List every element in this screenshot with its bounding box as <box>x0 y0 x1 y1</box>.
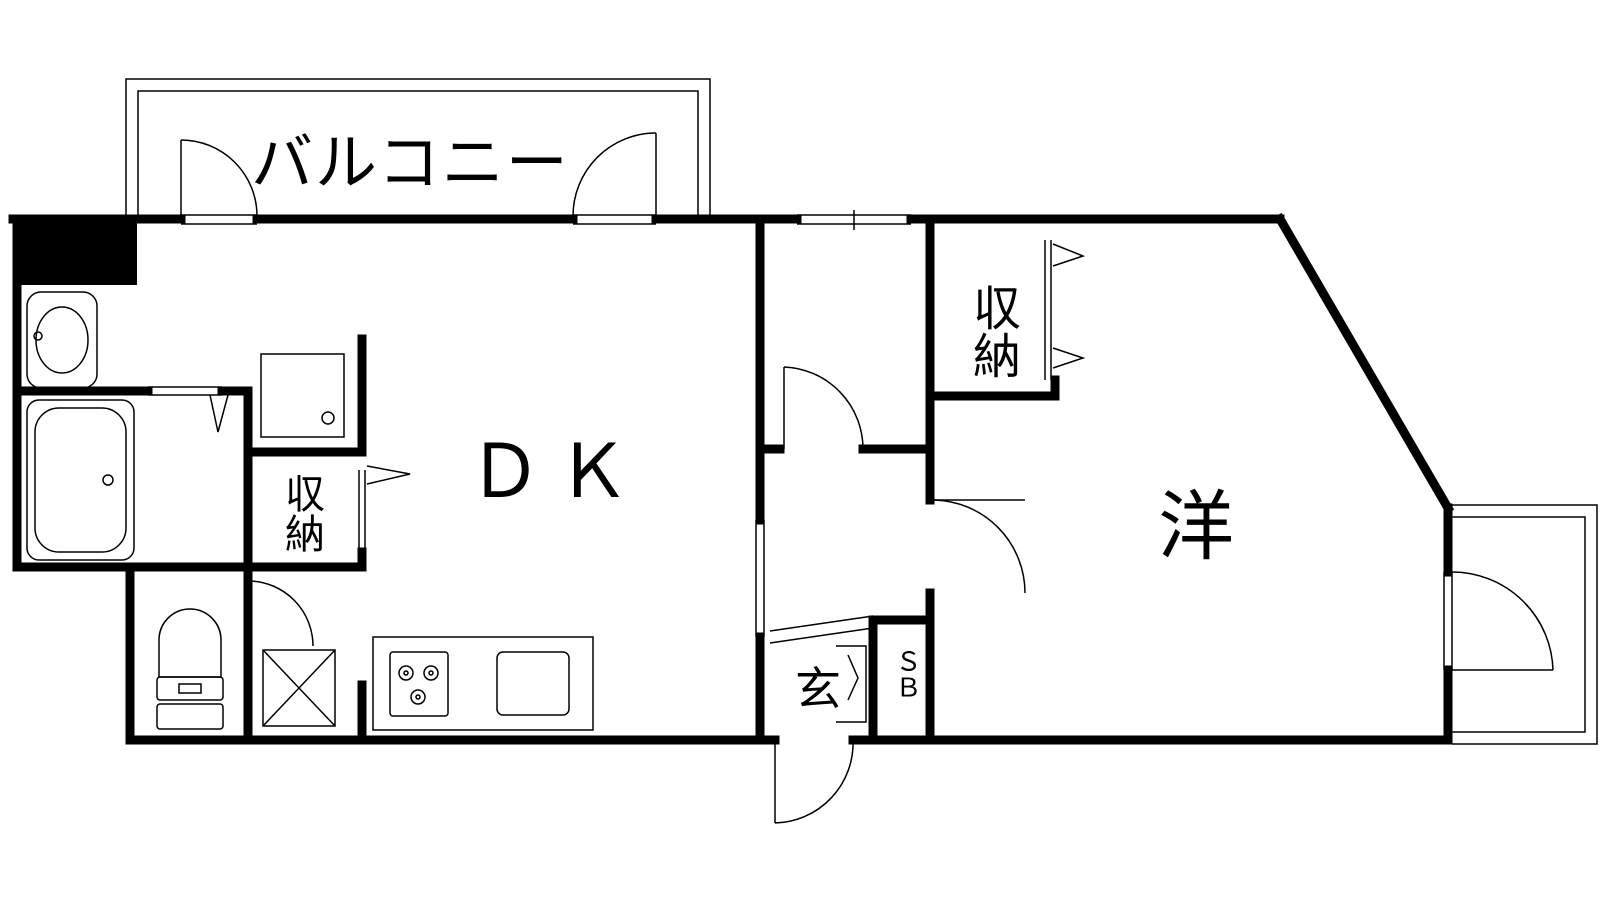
dk-label: ＤＫ <box>468 429 644 515</box>
fridge-space <box>260 353 345 438</box>
kitchen-counter <box>372 636 594 731</box>
doors <box>180 132 1554 824</box>
pipe-shaft <box>13 215 137 285</box>
small-balcony <box>1452 504 1598 745</box>
balcony-label: バルコニー <box>251 126 570 199</box>
windows <box>148 210 1453 670</box>
western-room-label: 洋 <box>1158 482 1234 571</box>
fixtures <box>26 291 867 731</box>
storage-label-top: 収納 <box>964 283 1020 379</box>
bathtub <box>26 399 135 561</box>
kitchen-sink <box>496 651 570 716</box>
washbasin <box>26 291 98 389</box>
storage-doors <box>209 240 1086 548</box>
washing-machine-space <box>262 649 336 727</box>
entrance-label: 玄 <box>795 662 841 716</box>
storage-label-bath: 収納 <box>278 473 324 553</box>
entrance-step <box>836 645 867 723</box>
balcony-railing <box>125 78 711 216</box>
stove <box>389 651 449 717</box>
shoe-box-label: ＳＢ <box>891 648 921 700</box>
toilet <box>156 608 224 730</box>
walls <box>8 212 1455 745</box>
